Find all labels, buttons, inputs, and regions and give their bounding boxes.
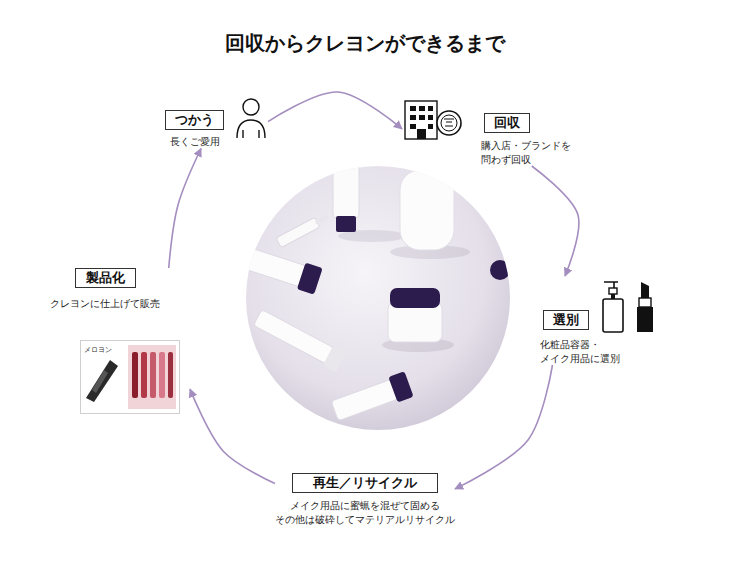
product-label: メロヨン [84,345,112,355]
shop-icon [402,97,464,143]
stage-description: 購入店・ブランドを 問わず回収 [481,139,575,166]
stage-heading: 製品化 [75,268,136,288]
diagram-title: 回収からクレヨンができるまで [0,30,729,57]
cycle-arrow [169,149,201,269]
cosmetic-containers [230,148,510,424]
stage-heading: 選別 [543,310,589,330]
stage-node: 回収購入店・ブランドを 問わず回収 [402,113,575,166]
stage-node: 製品化クレヨンに仕上げて販売 [48,268,190,411]
stage-heading: つかう [165,110,224,130]
stage-node: つかう長くご愛用 [165,110,268,149]
stage-heading: 回収 [484,113,530,133]
cosmetic-icons [598,278,664,334]
cycle-arrow [532,166,579,276]
cycle-arrow [455,365,553,489]
stage-heading: 再生／リサイクル [292,473,438,493]
stage-description: クレヨンに仕上げて販売 [50,297,160,311]
stage-description: 化粧品容器・ メイク用品に選別 [540,338,620,365]
stage-node: 再生／リサイクルメイク用品に蜜蝋を混ぜて固める その他は破砕してマテリアルリサイ… [275,473,455,526]
photo-circle [246,166,510,430]
stage-description: 長くご愛用 [170,135,220,149]
cycle-arrow [268,92,402,129]
cycle-arrow [190,389,275,483]
person-icon [234,96,268,140]
stage-description: メイク用品に蜜蝋を混ぜて固める その他は破砕してマテリアルリサイクル [275,499,455,526]
stage-node: 選別化粧品容器・ メイク用品に選別 [540,276,665,365]
